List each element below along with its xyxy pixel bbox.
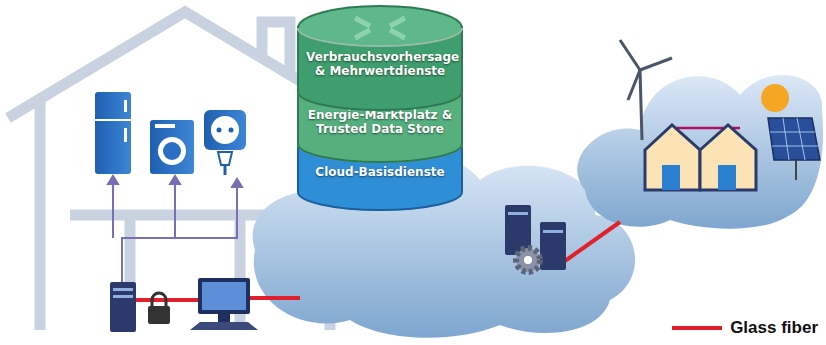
legend-text: Glass fiber (730, 318, 818, 338)
washing-machine (150, 120, 194, 174)
solar-panel (768, 118, 820, 180)
fridge (95, 92, 131, 174)
control-arrows (108, 176, 242, 290)
home-server (110, 282, 136, 332)
padlock (148, 293, 170, 324)
legend-row: Glass fiber (672, 318, 818, 338)
cloud-servers (505, 205, 566, 272)
cloud (577, 75, 823, 229)
power-plug (204, 110, 246, 175)
computer (190, 278, 258, 330)
band-label: Verbrauchsvorhersage & Mehrwertdienste (298, 50, 462, 79)
band-label: Energie-Marktplatz & Trusted Data Store (298, 108, 462, 137)
houses (645, 125, 756, 190)
wind-turbine (620, 40, 672, 140)
sun (761, 84, 789, 112)
cylinder-arrows (355, 18, 405, 38)
legend-swatch (672, 326, 722, 330)
cylinder-band: Verbrauchsvorhersage & Mehrwertdienste (298, 28, 462, 110)
band-label: Cloud-Basisdienste (298, 165, 462, 179)
